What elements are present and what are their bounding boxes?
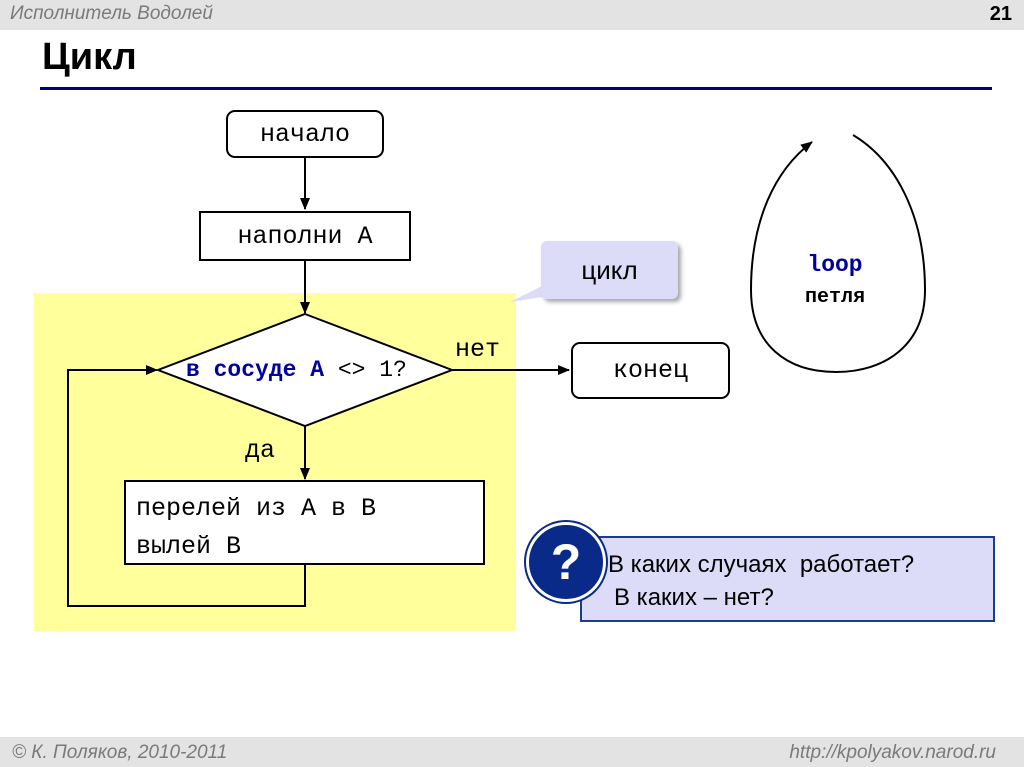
condition-suffix: <> 1? — [337, 357, 407, 383]
loop-callout: цикл — [541, 241, 678, 299]
condition-text: в сосуде А <> 1? — [186, 357, 407, 383]
start-block: начало — [226, 110, 384, 158]
question-line-2: В каких – нет? — [614, 584, 774, 611]
footer-url: http://kpolyakov.narod.ru — [789, 742, 996, 763]
end-label: конец — [612, 356, 688, 385]
condition-diamond — [155, 312, 455, 428]
loop-russian-label: петля — [804, 286, 865, 309]
arrow-loop-back — [67, 365, 306, 607]
loop-english-label: loop — [807, 252, 863, 278]
action-line-2: вылей В — [136, 532, 242, 561]
yes-label: да — [245, 436, 276, 465]
action-line-1: перелей из А в В — [136, 494, 377, 523]
fill-block: наполни А — [199, 211, 411, 261]
header-bar: Исполнитель Водолей 21 — [0, 0, 1024, 30]
title-divider — [40, 87, 992, 90]
no-label: нет — [455, 335, 501, 364]
start-label: начало — [259, 119, 350, 149]
slide-title: Цикл — [42, 36, 137, 78]
action-block: перелей из А в В вылей В — [124, 480, 485, 565]
fill-label: наполни А — [237, 221, 373, 251]
footer-bar: © К. Поляков, 2010-2011 http://kpolyakov… — [0, 737, 1024, 767]
page-number: 21 — [989, 3, 1012, 25]
end-block: конец — [571, 342, 730, 399]
header-title: Исполнитель Водолей — [10, 3, 213, 24]
question-box: В каких случаях работает? В каких – нет? — [580, 536, 995, 622]
question-line-1: В каких случаях работает? — [608, 551, 915, 578]
footer-copyright: © К. Поляков, 2010-2011 — [12, 742, 228, 763]
callout-label: цикл — [581, 254, 638, 285]
question-mark-icon: ? — [526, 522, 606, 602]
loop-curve — [749, 134, 927, 374]
condition-prefix: в сосуде А — [186, 357, 325, 383]
